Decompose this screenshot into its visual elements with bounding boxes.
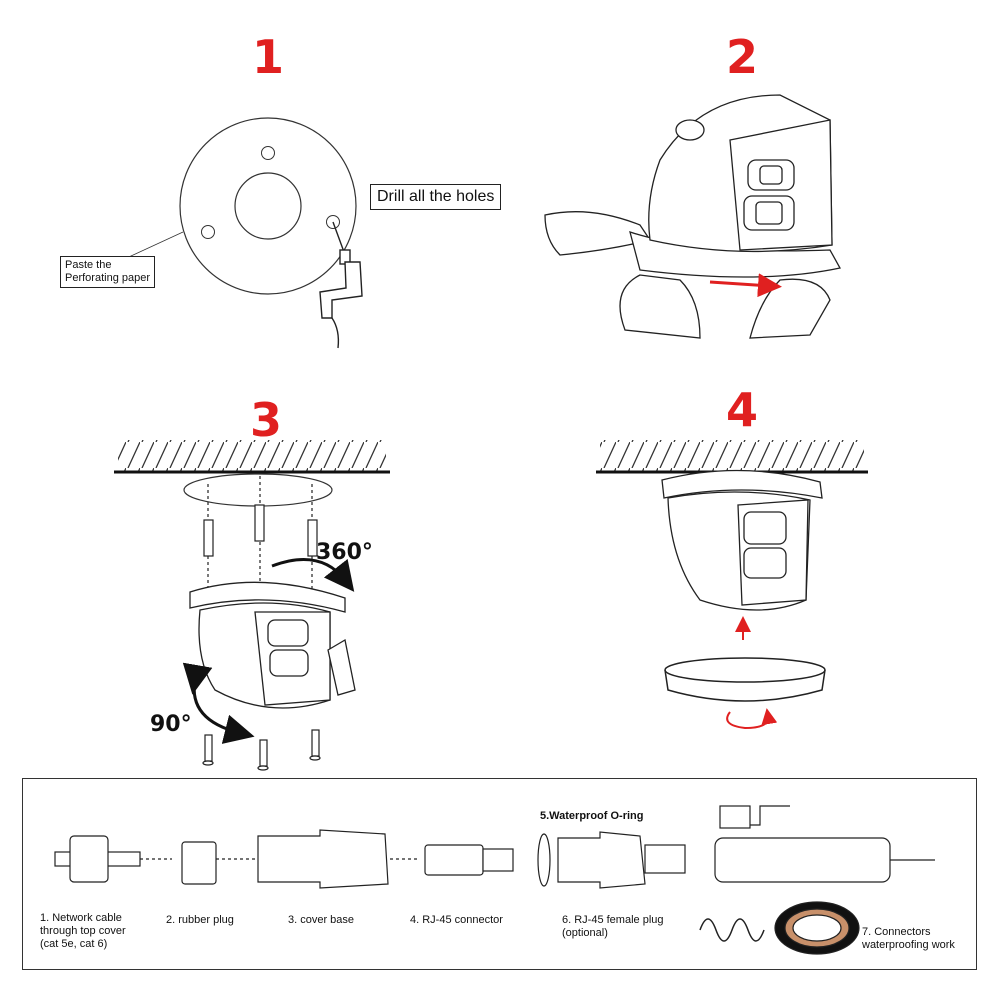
camera-lens-lower bbox=[743, 195, 795, 231]
ceiling-hatch bbox=[118, 440, 386, 472]
connector-parts-drawing bbox=[54, 805, 935, 955]
tilt-arrow bbox=[182, 662, 255, 744]
hand-left bbox=[544, 211, 652, 256]
camera-mounted bbox=[189, 581, 356, 709]
template-hole-right bbox=[326, 215, 340, 229]
part-6-label: 6. RJ-45 female plug (optional) bbox=[562, 914, 664, 939]
part-4-label: 4. RJ-45 connector bbox=[410, 914, 503, 926]
step-1-template-drawing bbox=[117, 117, 363, 349]
hand-right-thumb bbox=[749, 278, 831, 339]
paste-paper-label: Paste the Perforating paper bbox=[60, 256, 155, 288]
rotate-direction-arrow bbox=[709, 273, 782, 298]
trim-ring-body bbox=[664, 669, 826, 702]
cover-base bbox=[257, 829, 389, 889]
mount-screws bbox=[202, 729, 321, 771]
template-hole-left bbox=[201, 225, 215, 239]
part-1-label: 1. Network cable through top cover (cat … bbox=[40, 912, 126, 950]
step-2-camera-drawing bbox=[544, 94, 841, 339]
tape-roll-core bbox=[792, 914, 842, 942]
tilt-degree-label: 90° bbox=[150, 712, 192, 737]
rj45-female-plug bbox=[557, 831, 646, 889]
step-3-number: 3 bbox=[249, 393, 282, 447]
female-plug-tail bbox=[644, 844, 686, 874]
oring-title: 5.Waterproof O-ring bbox=[540, 810, 644, 822]
step-4-number: 4 bbox=[725, 383, 758, 437]
ceiling-hatch-4 bbox=[600, 440, 864, 472]
part-7-label: 7. Connectors waterproofing work bbox=[862, 926, 955, 951]
waterproof-oring bbox=[537, 833, 551, 887]
mount-hole-area bbox=[183, 473, 333, 507]
step-2-number: 2 bbox=[725, 30, 758, 84]
hand-right-lower bbox=[619, 274, 701, 339]
step-3-ceiling-mount bbox=[114, 440, 390, 771]
wall-anchors bbox=[203, 476, 318, 600]
template-center-hole bbox=[234, 172, 302, 240]
drill-holes-label: Drill all the holes bbox=[370, 184, 502, 210]
drill-icon bbox=[319, 221, 363, 349]
rotate-ring-arrow bbox=[726, 708, 778, 730]
template-hole-top bbox=[261, 146, 275, 160]
top-cover bbox=[69, 835, 109, 883]
pan-arrow bbox=[271, 558, 355, 592]
camera-installed bbox=[661, 469, 823, 611]
connector-parts-panel bbox=[22, 778, 977, 970]
camera-lens-upper bbox=[747, 159, 795, 191]
part-2-label: 2. rubber plug bbox=[166, 914, 234, 926]
part-3-label: 3. cover base bbox=[288, 914, 355, 926]
step-4-trim-ring bbox=[596, 440, 868, 730]
dc-plug bbox=[719, 805, 751, 829]
pan-degree-label: 360° bbox=[316, 540, 373, 565]
rj45-tip bbox=[482, 848, 514, 872]
tape-wave bbox=[699, 918, 765, 942]
rubber-plug bbox=[181, 841, 217, 885]
template-outer-circle bbox=[179, 117, 357, 295]
trim-ring-top bbox=[664, 657, 826, 683]
step-1-number: 1 bbox=[251, 30, 284, 84]
camera-side-knob bbox=[675, 119, 705, 141]
